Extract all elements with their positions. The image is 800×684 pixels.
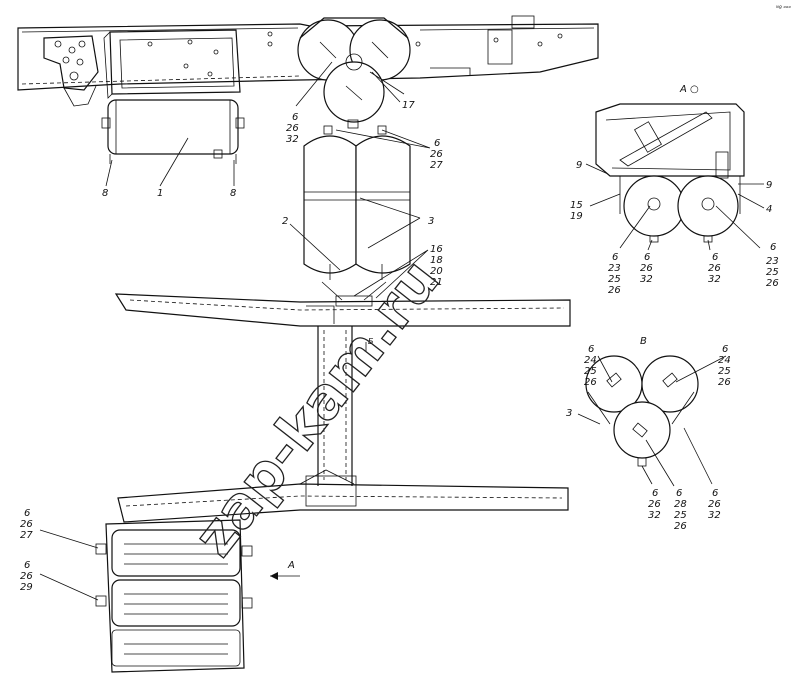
label-a-23-r: 23	[766, 256, 779, 267]
label-b-26-bl: 26	[648, 499, 661, 510]
cross-member-lower	[117, 469, 569, 523]
view-b	[585, 355, 699, 467]
callout-labels: ᴺº ᵒᵒᵒ 8 1 8 6 26 32 17 6 26 27 2 3 16 1…	[20, 5, 792, 593]
label-bot-6-a: 6	[24, 508, 30, 519]
label-bot-27-a: 27	[20, 530, 33, 541]
label-tank-27: 27	[430, 160, 443, 171]
top-frame-rail	[17, 15, 599, 91]
arrow-a-label: A	[287, 560, 295, 571]
vertical-tanks	[303, 125, 411, 307]
leader-lines	[39, 61, 765, 601]
label-20: 20	[430, 266, 443, 277]
label-a-6-m2: 6	[712, 252, 718, 263]
label-tank-6: 6	[434, 138, 440, 149]
label-b-26-bm: 26	[674, 521, 687, 532]
label-bot-6-b: 6	[24, 560, 30, 571]
label-a-15: 15	[570, 200, 583, 211]
label-top-6: 6	[292, 112, 298, 123]
label-b-25-l: 25	[584, 366, 597, 377]
label-b-24-l: 24	[584, 355, 597, 366]
label-a-9-right: 9	[766, 180, 772, 191]
label-a-23-l: 23	[608, 263, 621, 274]
label-bot-29-b: 29	[20, 582, 33, 593]
label-a-6-l: 6	[612, 252, 618, 263]
label-2: 2	[282, 216, 288, 227]
label-b-6-bl: 6	[652, 488, 658, 499]
mounting-bracket-left	[43, 35, 99, 107]
cross-member-upper	[114, 293, 571, 327]
label-a-4: 4	[766, 204, 772, 215]
label-3: 3	[428, 216, 434, 227]
upper-box	[103, 29, 241, 99]
label-b-26-l: 26	[584, 377, 597, 388]
label-b-24-r: 24	[718, 355, 731, 366]
corner-mark: ᴺº ᵒᵒᵒ	[776, 5, 792, 12]
label-b-28-bm: 28	[674, 499, 687, 510]
label-b-32-bl: 32	[648, 510, 661, 521]
label-top-26: 26	[286, 123, 299, 134]
label-a-6-r: 6	[770, 242, 776, 253]
label-a-26-r: 26	[766, 278, 779, 289]
view-b-title: B	[640, 336, 647, 347]
label-17: 17	[402, 100, 415, 111]
section-b-label: Б	[368, 337, 374, 346]
watermark: zap-kam.ru	[182, 248, 452, 568]
label-bot-26-b: 26	[20, 571, 33, 582]
label-a-9-left: 9	[576, 160, 582, 171]
label-tank-26: 26	[430, 149, 443, 160]
label-21: 21	[430, 277, 443, 288]
label-b-3: 3	[566, 408, 572, 419]
view-a-arrow	[270, 572, 300, 580]
view-a-title: A ○	[679, 84, 699, 95]
label-b-6-l: 6	[588, 344, 594, 355]
label-a-26-l: 26	[608, 285, 621, 296]
triple-receivers-top	[297, 17, 411, 129]
label-a-25-r: 25	[766, 267, 779, 278]
label-8-left: 8	[102, 188, 108, 199]
vertical-beam	[317, 326, 353, 486]
label-a-26-m2: 26	[708, 263, 721, 274]
label-18: 18	[430, 255, 443, 266]
label-a-26-m1: 26	[640, 263, 653, 274]
view-a	[595, 103, 745, 243]
label-a-25-l: 25	[608, 274, 621, 285]
label-8-right: 8	[230, 188, 236, 199]
label-1: 1	[157, 188, 163, 199]
label-a-6-m1: 6	[644, 252, 650, 263]
label-a-19: 19	[570, 211, 583, 222]
label-top-32: 32	[286, 134, 299, 145]
label-bot-26-a: 26	[20, 519, 33, 530]
label-b-26-r: 26	[718, 377, 731, 388]
label-a-32-m1: 32	[640, 274, 653, 285]
label-16: 16	[430, 244, 443, 255]
label-b-6-r: 6	[722, 344, 728, 355]
main-receiver	[101, 99, 245, 164]
label-a-32-m2: 32	[708, 274, 721, 285]
label-b-25-bm: 25	[674, 510, 687, 521]
label-b-26-br: 26	[708, 499, 721, 510]
label-b-32-br: 32	[708, 510, 721, 521]
label-b-25-r: 25	[718, 366, 731, 377]
label-b-6-br: 6	[712, 488, 718, 499]
label-b-6-bm: 6	[676, 488, 682, 499]
bottom-tank-assembly	[95, 519, 253, 673]
